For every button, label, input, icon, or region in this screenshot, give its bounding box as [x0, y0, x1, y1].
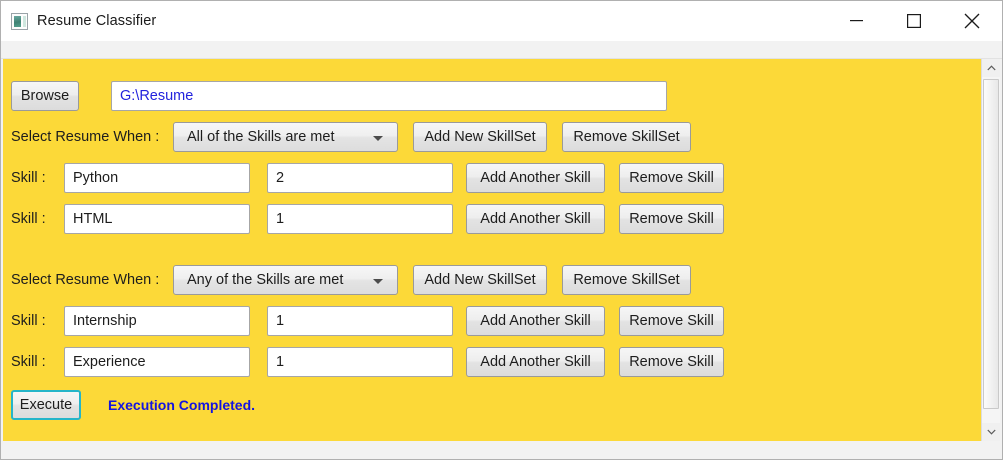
- skillset-condition-row-1: Select Resume When : All of the Skills a…: [3, 122, 981, 152]
- skill-count-input-2-1[interactable]: 1: [267, 306, 453, 336]
- form-panel: Browse G:\Resume Select Resume When : Al…: [3, 59, 981, 441]
- skill-label-1-1: Skill :: [11, 170, 46, 186]
- vertical-scrollbar[interactable]: [981, 59, 1000, 441]
- status-message: Execution Completed.: [108, 397, 256, 413]
- client-area: Browse G:\Resume Select Resume When : Al…: [1, 41, 1002, 459]
- skill-row-1-1: Skill : Python 2 Add Another Skill Remov…: [3, 163, 981, 193]
- condition-dropdown-value-1: All of the Skills are met: [187, 129, 335, 145]
- skill-row-1-2: Skill : HTML 1 Add Another Skill Remove …: [3, 204, 981, 234]
- remove-skillset-button-1[interactable]: Remove SkillSet: [562, 122, 691, 152]
- condition-label-2: Select Resume When :: [11, 272, 160, 288]
- condition-label-1: Select Resume When :: [11, 129, 160, 145]
- skill-row-2-1: Skill : Internship 1 Add Another Skill R…: [3, 306, 981, 336]
- execute-row: Execute Execution Completed.: [3, 390, 981, 420]
- resume-path-input[interactable]: G:\Resume: [111, 81, 667, 111]
- skill-name-input-1-2[interactable]: HTML: [64, 204, 250, 234]
- skill-count-input-1-1[interactable]: 2: [267, 163, 453, 193]
- execute-button[interactable]: Execute: [11, 390, 81, 420]
- title-bar: Resume Classifier: [1, 1, 1002, 41]
- bottom-strip: [1, 443, 1002, 459]
- browse-button[interactable]: Browse: [11, 81, 79, 111]
- skill-label-2-2: Skill :: [11, 354, 46, 370]
- chevron-down-icon: [373, 136, 383, 141]
- scroll-up-button[interactable]: [982, 59, 1000, 77]
- skillset-condition-row-2: Select Resume When : Any of the Skills a…: [3, 265, 981, 295]
- add-skillset-button-1[interactable]: Add New SkillSet: [413, 122, 547, 152]
- browse-row: Browse G:\Resume: [3, 81, 981, 111]
- skill-label-2-1: Skill :: [11, 313, 46, 329]
- minimize-icon[interactable]: [828, 1, 885, 41]
- remove-skillset-button-2[interactable]: Remove SkillSet: [562, 265, 691, 295]
- remove-skill-button-2-2[interactable]: Remove Skill: [619, 347, 724, 377]
- add-skillset-button-2[interactable]: Add New SkillSet: [413, 265, 547, 295]
- add-skill-button-1-1[interactable]: Add Another Skill: [466, 163, 605, 193]
- top-strip: [1, 41, 1002, 59]
- add-skill-button-2-1[interactable]: Add Another Skill: [466, 306, 605, 336]
- add-skill-button-1-2[interactable]: Add Another Skill: [466, 204, 605, 234]
- maximize-icon[interactable]: [885, 1, 942, 41]
- skill-row-2-2: Skill : Experience 1 Add Another Skill R…: [3, 347, 981, 377]
- app-window-icon: [11, 12, 28, 30]
- chevron-down-icon: [373, 279, 383, 284]
- remove-skill-button-2-1[interactable]: Remove Skill: [619, 306, 724, 336]
- condition-dropdown-1[interactable]: All of the Skills are met: [173, 122, 398, 152]
- scrollbar-thumb[interactable]: [983, 79, 999, 409]
- remove-skill-button-1-1[interactable]: Remove Skill: [619, 163, 724, 193]
- remove-skill-button-1-2[interactable]: Remove Skill: [619, 204, 724, 234]
- close-icon[interactable]: [942, 1, 1002, 41]
- skill-label-1-2: Skill :: [11, 211, 46, 227]
- title-bar-left: Resume Classifier: [1, 1, 828, 41]
- skill-name-input-1-1[interactable]: Python: [64, 163, 250, 193]
- skill-name-input-2-2[interactable]: Experience: [64, 347, 250, 377]
- skill-name-input-2-1[interactable]: Internship: [64, 306, 250, 336]
- add-skill-button-2-2[interactable]: Add Another Skill: [466, 347, 605, 377]
- condition-dropdown-2[interactable]: Any of the Skills are met: [173, 265, 398, 295]
- scrollbar-track[interactable]: [982, 77, 1000, 423]
- skill-count-input-1-2[interactable]: 1: [267, 204, 453, 234]
- skill-count-input-2-2[interactable]: 1: [267, 347, 453, 377]
- scroll-down-button[interactable]: [982, 423, 1000, 441]
- window-title: Resume Classifier: [37, 13, 157, 29]
- condition-dropdown-value-2: Any of the Skills are met: [187, 272, 344, 288]
- window-controls: [828, 1, 1002, 41]
